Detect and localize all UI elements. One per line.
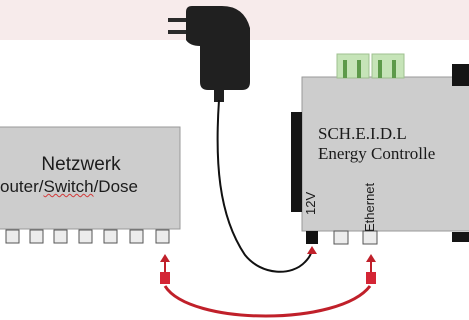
power-port: [306, 231, 318, 244]
ethernet-plug-left: [160, 272, 170, 284]
network-device-title: Netzwerk: [41, 154, 121, 175]
power-port-label: 12V: [303, 191, 318, 215]
ethernet-cable: [163, 285, 372, 318]
spare-port: [333, 230, 349, 245]
network-port: [155, 229, 170, 244]
controller-title: SCH.E.I.D.L: [318, 124, 407, 143]
ethernet-port-label: Ethernet: [362, 182, 377, 232]
ethernet-arrow-right: [366, 254, 376, 262]
controller-corner-bottom: [452, 232, 469, 242]
network-port: [29, 229, 44, 244]
ethernet-plug-right: [366, 272, 376, 284]
controller-side-bar: [291, 112, 302, 212]
power-cable: [216, 99, 313, 273]
network-subtitle-prefix: outer/: [0, 177, 44, 196]
controller-box: [301, 76, 469, 232]
controller-corner-top: [452, 64, 469, 86]
network-device-subtitle: outer/Switch/Dose: [0, 177, 138, 197]
terminal-block-left: [336, 53, 370, 79]
network-port: [129, 229, 144, 244]
network-port: [78, 229, 93, 244]
terminal-block-right: [371, 53, 405, 79]
network-device-box: [0, 126, 181, 230]
network-subtitle-underlined: Switch: [43, 177, 94, 196]
controller-subtitle: Energy Controlle: [318, 144, 436, 163]
ethernet-arrow-left: [160, 254, 170, 262]
network-port: [5, 229, 20, 244]
network-subtitle-suffix: /Dose: [93, 177, 138, 196]
power-adapter: [168, 6, 250, 102]
power-cable-arrow: [307, 246, 317, 254]
network-port: [53, 229, 68, 244]
ethernet-port: [362, 230, 378, 245]
network-device-ports: [5, 229, 170, 244]
network-port: [103, 229, 118, 244]
